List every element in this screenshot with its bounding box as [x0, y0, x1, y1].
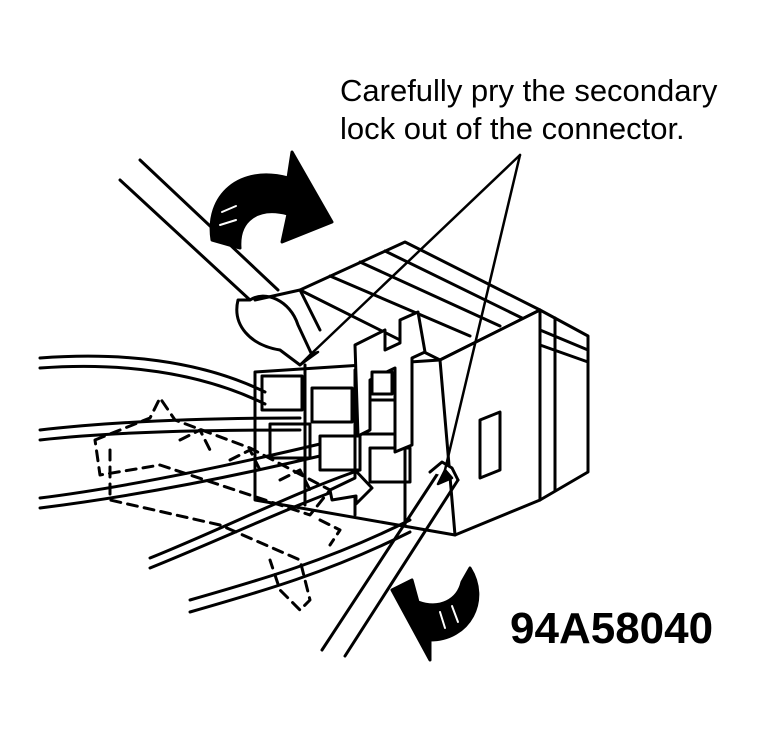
callout-line-1: Carefully pry the secondary	[340, 73, 718, 108]
figure-id-label: 94A58040	[510, 604, 714, 653]
callout-line-2: lock out of the connector.	[340, 111, 685, 146]
wire-bundle	[38, 354, 412, 614]
curved-arrow-icon	[390, 566, 480, 662]
lock-direction-arrow-icon	[328, 468, 374, 506]
secondary-lock	[353, 310, 427, 454]
callout-leaders	[298, 153, 522, 486]
callout-text: Carefully pry the secondary lock out of …	[340, 72, 717, 148]
curved-arrow-icon	[209, 150, 334, 250]
